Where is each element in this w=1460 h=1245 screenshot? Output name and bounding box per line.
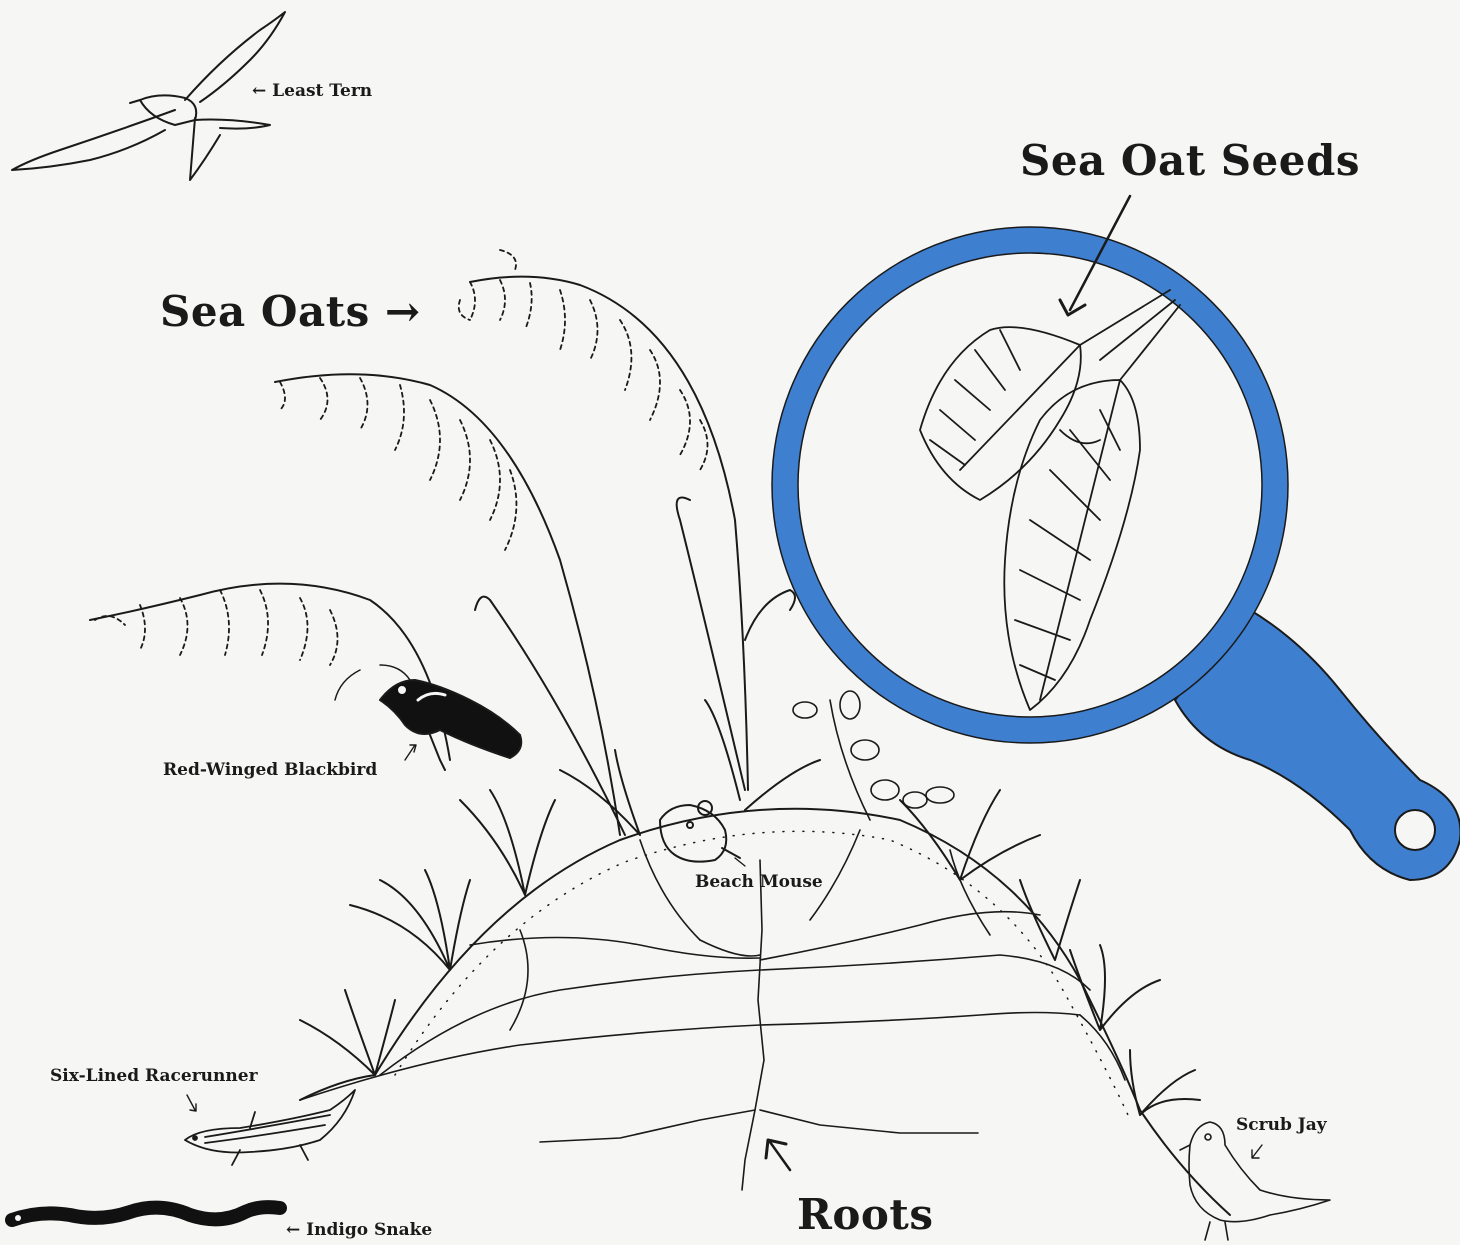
indigo-snake-drawing	[12, 1207, 280, 1220]
sea-oats-arrow: →	[385, 287, 421, 336]
sea-oats-label: Sea Oats →	[160, 287, 421, 336]
beach-mouse-label: Beach Mouse	[695, 872, 823, 892]
least-tern-arrow: ←	[252, 81, 266, 101]
least-tern-drawing	[12, 12, 285, 180]
racerunner-drawing	[185, 1090, 355, 1165]
six-lined-racerunner-label: Six-Lined Racerunner	[50, 1066, 258, 1086]
indigo-snake-label: ← Indigo Snake	[286, 1220, 432, 1240]
scrub-jay-label: Scrub Jay	[1236, 1115, 1327, 1135]
red-winged-blackbird-label: Red-Winged Blackbird	[163, 760, 377, 780]
sea-oats-text: Sea Oats	[160, 287, 370, 336]
sea-oat-seeds-label: Sea Oat Seeds	[1020, 136, 1360, 185]
indigo-snake-text: Indigo Snake	[306, 1220, 432, 1240]
roots-label: Roots	[797, 1190, 933, 1239]
indigo-snake-arrow: ←	[286, 1220, 300, 1240]
beach-mouse-drawing	[660, 801, 740, 862]
scrub-jay-drawing	[1180, 1122, 1330, 1240]
sea-oat-stalks	[90, 277, 820, 835]
least-tern-text: Least Tern	[272, 81, 372, 101]
least-tern-label: ← Least Tern	[252, 81, 372, 101]
